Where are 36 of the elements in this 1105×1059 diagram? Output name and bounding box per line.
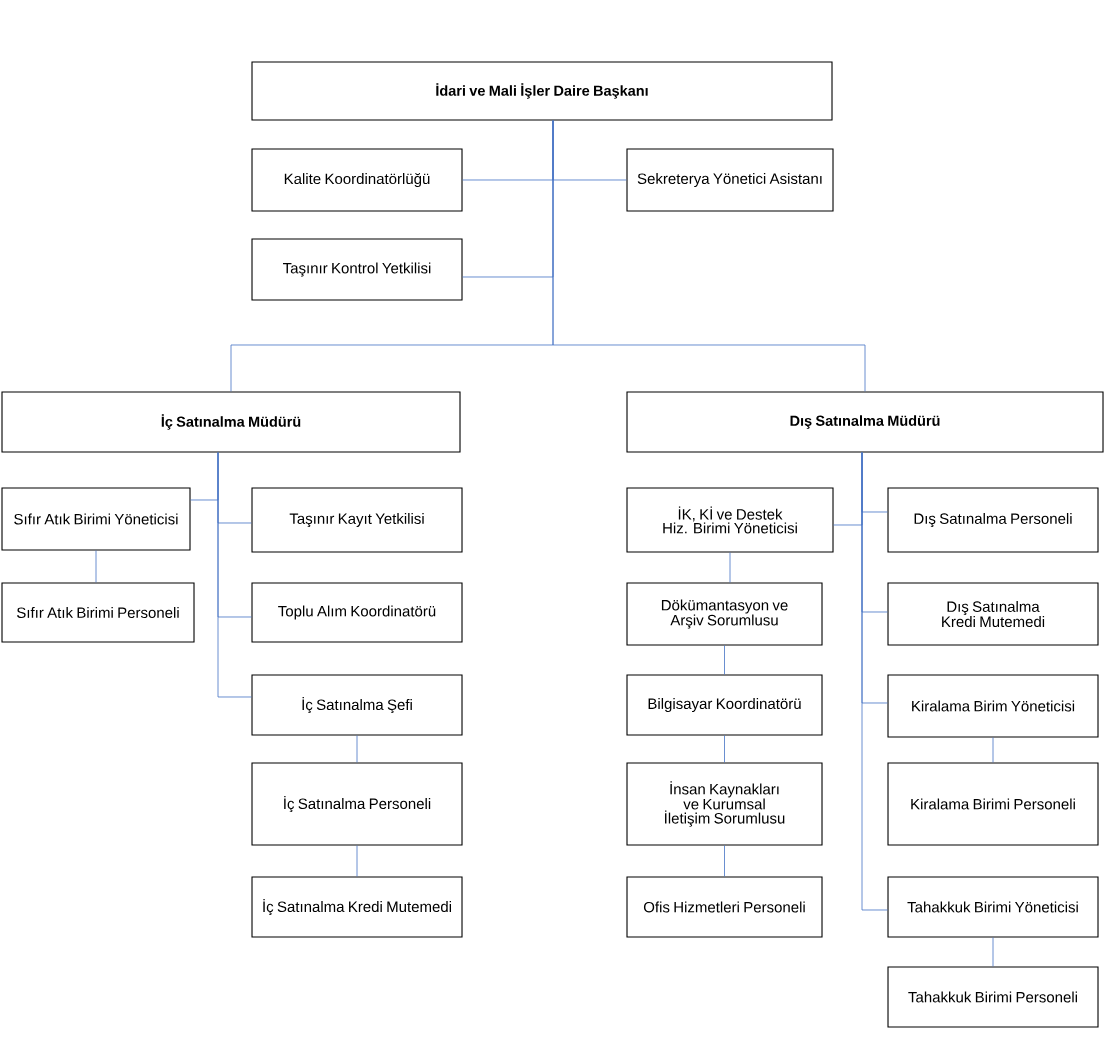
- position-box: Kiralama Birim Yöneticisi: [887, 674, 1099, 738]
- position-box: Sıfır Atık Birimi Personeli: [1, 582, 195, 643]
- connector-line: [992, 737, 994, 763]
- position-box: İK, Kİ ve Destek Hiz. Birimi Yöneticisi: [626, 487, 834, 553]
- connector-line: [356, 735, 358, 763]
- position-box: Tahakkuk Birimi Yöneticisi: [887, 876, 1099, 938]
- position-box: Taşınır Kontrol Yetkilisi: [251, 238, 463, 301]
- connector-line: [95, 550, 97, 583]
- position-box: Dış Satınalma Kredi Mutemedi: [887, 582, 1099, 646]
- position-box: Tahakkuk Birimi Personeli: [887, 966, 1099, 1028]
- position-box: İnsan Kaynakları ve Kurumsal İletişim Sorumlusu: [626, 762, 823, 846]
- connector-line: [724, 735, 725, 763]
- position-box: Sekreterya Yönetici Asistanı: [626, 148, 834, 212]
- position-box: Toplu Alım Koordinatörü: [251, 582, 463, 643]
- position-box: Kiralama Birimi Personeli: [887, 762, 1099, 846]
- position-box: Dış Satınalma Personeli: [887, 487, 1099, 553]
- position-box: Dış Satınalma Müdürü: [626, 391, 1104, 453]
- position-box: İdari ve Mali İşler Daire Başkanı: [251, 61, 833, 121]
- position-box: İç Satınalma Personeli: [251, 762, 463, 846]
- position-box: İç Satınalma Kredi Mutemedi: [251, 876, 463, 938]
- position-box: Taşınır Kayıt Yetkilisi: [251, 487, 463, 553]
- position-box: Sıfır Atık Birimi Yöneticisi: [1, 487, 191, 551]
- position-box: Bilgisayar Koordinatörü: [626, 674, 823, 736]
- connector-line: [992, 937, 994, 967]
- connector-line: [217, 452, 252, 698]
- position-box: Kalite Koordinatörlüğü: [251, 148, 463, 212]
- position-box: İç Satınalma Müdürü: [1, 391, 461, 453]
- connector-line: [724, 645, 725, 675]
- position-box: Dökümantasyon ve Arşiv Sorumlusu: [626, 582, 823, 646]
- connector-line: [861, 452, 888, 911]
- position-box: Ofis Hizmetleri Personeli: [626, 876, 823, 938]
- connector-line: [729, 552, 731, 583]
- connector-line: [724, 845, 725, 877]
- connector-line: [552, 120, 866, 392]
- position-box: İç Satınalma Şefi: [251, 674, 463, 736]
- connector-line: [356, 845, 358, 877]
